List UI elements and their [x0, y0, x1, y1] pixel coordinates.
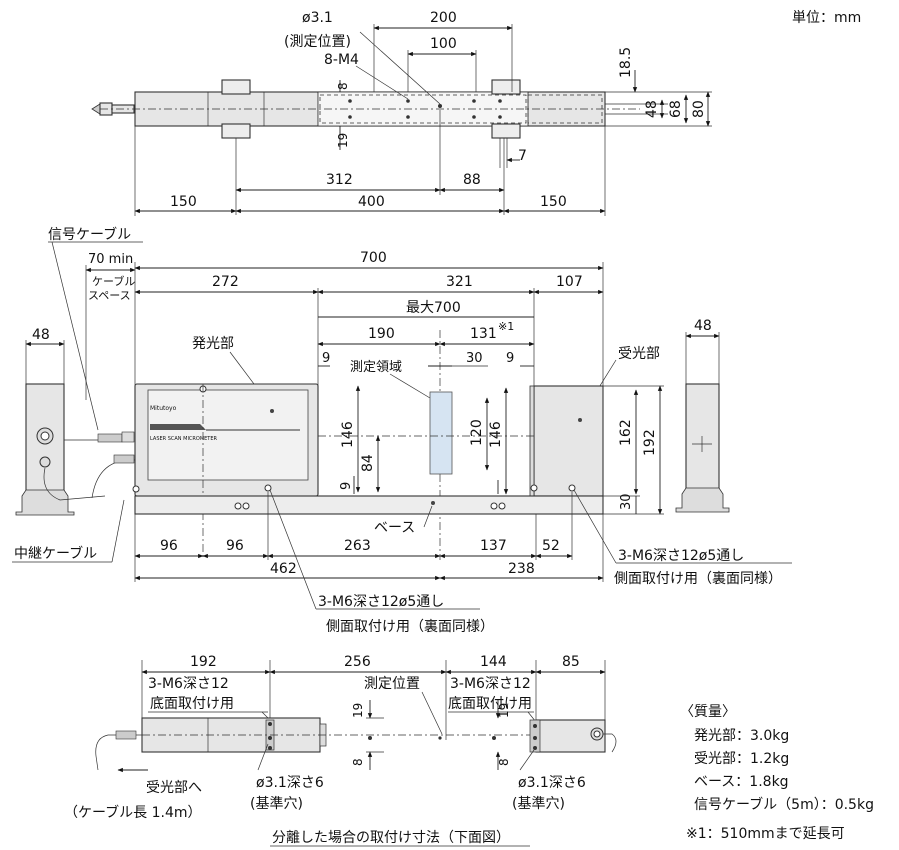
dim-70min: 70 min	[88, 252, 133, 267]
dim-462: 462	[270, 561, 297, 577]
dim-146-right: 146	[488, 421, 504, 448]
label-phi31: ø3.1	[302, 10, 333, 26]
callout-phi-a: ø3.1深さ6	[256, 775, 324, 791]
bottom-view: 192 256 144 85 3-M6深さ12 底面取付け用 測定位置 3-M6…	[64, 654, 617, 847]
dim-272: 272	[212, 274, 239, 290]
dim-18-5: 18.5	[618, 47, 634, 78]
dim-312: 312	[326, 172, 353, 188]
label-to-receiver: 受光部へ	[146, 780, 202, 796]
dim-146-left: 146	[340, 421, 356, 448]
dim-321: 321	[446, 274, 473, 290]
dim-30-base: 30	[619, 493, 634, 510]
dim-190: 190	[368, 326, 395, 342]
dim-192: 192	[642, 429, 658, 456]
label-relay-cable: 中継ケーブル	[14, 545, 97, 562]
callout-m6-left: 3-M6深さ12ø5通し	[318, 594, 444, 610]
label-receiver: 受光部	[618, 346, 660, 362]
dim-84: 84	[360, 454, 376, 472]
brand-logo: Mitutoyo	[150, 405, 177, 412]
callout-m6-right-sub: 側面取付け用（裏面同様）	[614, 570, 782, 587]
label-signal-cable: 信号ケーブル	[48, 226, 131, 243]
dim-9-right: 9	[506, 351, 514, 366]
dim-19-top: 19	[336, 133, 350, 148]
dim-19-bottom-a: 19	[351, 703, 365, 718]
label-base: ベース	[374, 520, 415, 536]
label-cable-length: （ケーブル長 1.4m）	[64, 804, 202, 821]
label-8m4: 8-M4	[324, 52, 359, 68]
dim-48-left-view: 48	[32, 327, 50, 343]
top-view: 200 100 ø3.1 (測定位置) 8-M4 18.5 48 68 80 8…	[91, 10, 712, 216]
callout-m6-bottom-a-sub: 底面取付け用	[150, 696, 234, 712]
dim-68: 68	[668, 100, 684, 118]
dim-85: 85	[562, 654, 580, 670]
dim-30-area: 30	[466, 351, 483, 366]
label-max700: 最大700	[406, 300, 461, 316]
dim-96-b: 96	[226, 538, 244, 554]
label-measpos-bottom: 測定位置	[364, 676, 420, 692]
label-ref-hole-a: (基準穴)	[250, 795, 303, 812]
dim-96-a: 96	[160, 538, 178, 554]
dim-9-left: 9	[322, 351, 330, 366]
mass-emitter: 発光部：3.0kg	[694, 728, 789, 744]
dim-8-bottom-b: 8	[497, 758, 511, 766]
dim-192-bottom: 192	[190, 654, 217, 670]
mass-receiver: 受光部：1.2kg	[694, 751, 789, 767]
label-emitter: 発光部	[192, 336, 234, 352]
dim-263: 263	[344, 538, 371, 554]
base	[134, 495, 604, 515]
callout-m6-bottom-a: 3-M6深さ12	[148, 676, 229, 692]
label-measurement-area: 測定領域	[350, 359, 402, 375]
mass-base: ベース：1.8kg	[694, 774, 789, 790]
unit-label: 単位：mm	[792, 10, 861, 26]
dim-150-left: 150	[170, 194, 197, 210]
measurement-area	[429, 391, 453, 475]
dim-107: 107	[556, 274, 583, 290]
callout-m6-bottom-b-sub: 底面取付け用	[448, 696, 532, 712]
dim-700: 700	[360, 250, 387, 266]
dim-238: 238	[508, 561, 535, 577]
bottom-view-caption: 分離した場合の取付け寸法（下面図）	[272, 829, 510, 846]
dim-88: 88	[463, 172, 481, 188]
callout-m6-bottom-b: 3-M6深さ12	[450, 676, 531, 692]
dim-52: 52	[542, 538, 560, 554]
dim-7: 7	[518, 148, 527, 164]
right-side-view	[685, 383, 720, 495]
dim-131: 131	[470, 326, 497, 342]
label-ref-hole-b: (基準穴)	[512, 795, 565, 812]
label-cable-space-1: ケーブル	[92, 274, 135, 288]
label-measpos-top: (測定位置)	[284, 34, 351, 50]
callout-phi-b: ø3.1深さ6	[518, 775, 586, 791]
dim-8-top: 8	[336, 82, 350, 90]
note-mark: ※1	[498, 320, 514, 333]
footnote: ※1：510mmまで延長可	[686, 826, 845, 842]
dim-150-right: 150	[540, 194, 567, 210]
dim-100: 100	[430, 36, 457, 52]
mass-cable: 信号ケーブル（5m）：0.5kg	[694, 796, 874, 813]
dim-400: 400	[358, 194, 385, 210]
dim-200: 200	[430, 10, 457, 26]
mass-table: 〈質量〉 発光部：3.0kg 受光部：1.2kg ベース：1.8kg 信号ケーブ…	[680, 704, 874, 842]
dim-8-bottom-a: 8	[351, 758, 365, 766]
dim-80: 80	[691, 100, 707, 118]
mass-title: 〈質量〉	[680, 704, 736, 720]
dim-256: 256	[344, 654, 371, 670]
dim-144: 144	[480, 654, 507, 670]
callout-m6-left-sub: 側面取付け用（裏面同様）	[326, 618, 494, 635]
dim-162: 162	[618, 419, 634, 446]
dim-19-bottom-b: 19	[497, 703, 511, 718]
receiver-unit	[533, 385, 604, 497]
dim-120: 120	[469, 419, 485, 446]
dim-48-top: 48	[644, 100, 660, 118]
callout-m6-right: 3-M6深さ12ø5通し	[618, 548, 744, 564]
model-label: LASER SCAN MICROMETER	[150, 436, 218, 442]
dim-137: 137	[480, 538, 507, 554]
dim-48-right-view: 48	[694, 318, 712, 334]
label-cable-space-2: スペース	[88, 289, 131, 302]
front-view: 信号ケーブル 70 min ケーブル スペース 700 272 321 107 …	[12, 226, 792, 635]
dim-9-base: 9	[339, 482, 354, 490]
